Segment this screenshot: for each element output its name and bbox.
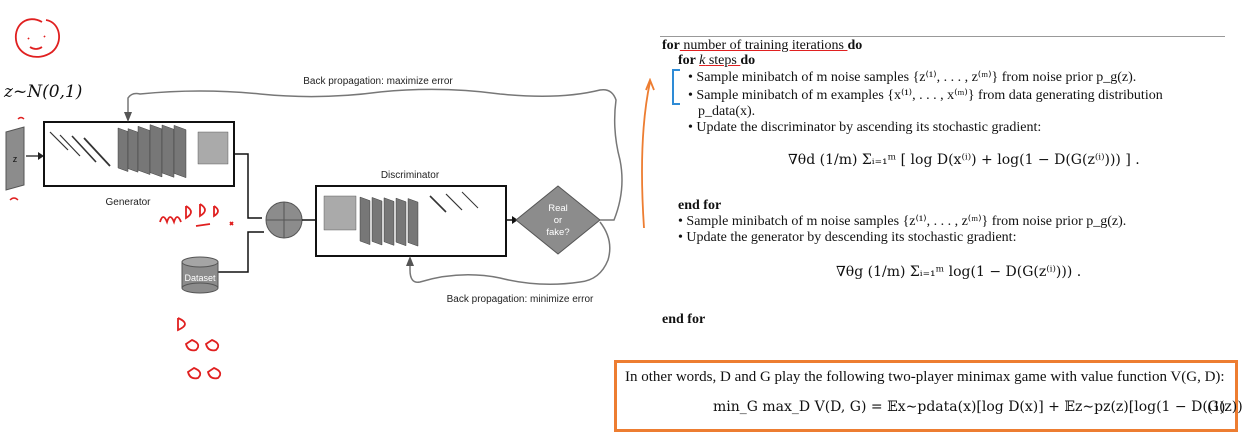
decision-text-line: fake?	[546, 227, 569, 238]
minimax-description: In other words, D and G play the followi…	[625, 369, 1225, 385]
algo-bullet-update-discriminator: • Update the discriminator by ascending …	[688, 120, 1042, 135]
keyword-for: for	[678, 53, 700, 68]
generator-layers	[49, 124, 229, 178]
gan-training-algorithm: for number of training iterations do for…	[640, 28, 1230, 328]
discriminator-gradient-formula: ∇θd (1/m) Σᵢ₌₁ᵐ [ log D(x⁽ⁱ⁾) + log(1 − …	[788, 152, 1140, 168]
algo-line-for-k-steps: for k steps do	[678, 53, 755, 69]
discriminator-layers	[323, 191, 479, 247]
discriminator-label: Discriminator	[381, 170, 440, 181]
minimax-formula: min_G max_D V(D, G) = 𝔼x∼pdata(x)[log D(…	[713, 399, 1243, 415]
keyword-for: for	[662, 38, 680, 53]
minimax-highlight-box: In other words, D and G play the followi…	[614, 360, 1243, 432]
keyword-do: do	[847, 38, 863, 53]
algo-bullet-update-generator: • Update the generator by descending its…	[678, 230, 1017, 245]
handwritten-batch-annotation	[177, 317, 222, 380]
gan-diagram: z Generator Datase	[5, 18, 623, 380]
dataset-label: Dataset	[184, 273, 216, 283]
decision-text-line: Real	[548, 203, 568, 214]
z-label: z	[13, 154, 18, 164]
backprop-max-label: Back propagation: maximize error	[303, 76, 453, 87]
algo-bullet-generator-samples: • Sample minibatch of m noise samples {z…	[678, 214, 1127, 229]
algo-end-for-inner: end for	[678, 198, 722, 213]
algo-bullet-real-examples-cont: p_data(x).	[698, 104, 756, 119]
algo-bullet-real-examples: • Sample minibatch of m examples {x⁽¹⁾, …	[688, 88, 1163, 103]
z-distribution-label: z~N(0,1)	[4, 82, 83, 102]
decision-text-line: or	[554, 215, 562, 226]
k-variable: k	[699, 53, 706, 68]
handwritten-m-annotation	[159, 203, 234, 227]
backprop-min-path	[409, 221, 611, 285]
real-or-fake-node: Real or fake?	[515, 185, 601, 255]
handwritten-doodle-face	[15, 18, 60, 58]
loop-arc-annotation	[641, 78, 655, 229]
backprop-min-label: Back propagation: minimize error	[447, 294, 594, 305]
iterations-text: number of training iterations	[679, 38, 848, 53]
keyword-do: do	[740, 53, 756, 68]
backprop-max-path	[127, 88, 623, 221]
generator-label: Generator	[105, 197, 151, 208]
combine-node	[265, 201, 303, 239]
algo-line-for-iterations: for number of training iterations do	[662, 38, 862, 54]
steps-text: steps	[705, 53, 741, 68]
algo-end-for-outer: end for	[662, 312, 706, 327]
generator-gradient-formula: ∇θg (1/m) Σᵢ₌₁ᵐ log(1 − D(G(z⁽ⁱ⁾))) .	[836, 264, 1082, 280]
dataset-cylinder: Dataset	[181, 256, 219, 294]
z-input-block: z	[5, 116, 25, 201]
equation-number: (1)	[1207, 399, 1226, 415]
algo-bullet-noise-samples: • Sample minibatch of m noise samples {z…	[688, 70, 1137, 85]
bracket-annotation	[672, 69, 680, 105]
algorithm-top-rule	[660, 36, 1225, 37]
